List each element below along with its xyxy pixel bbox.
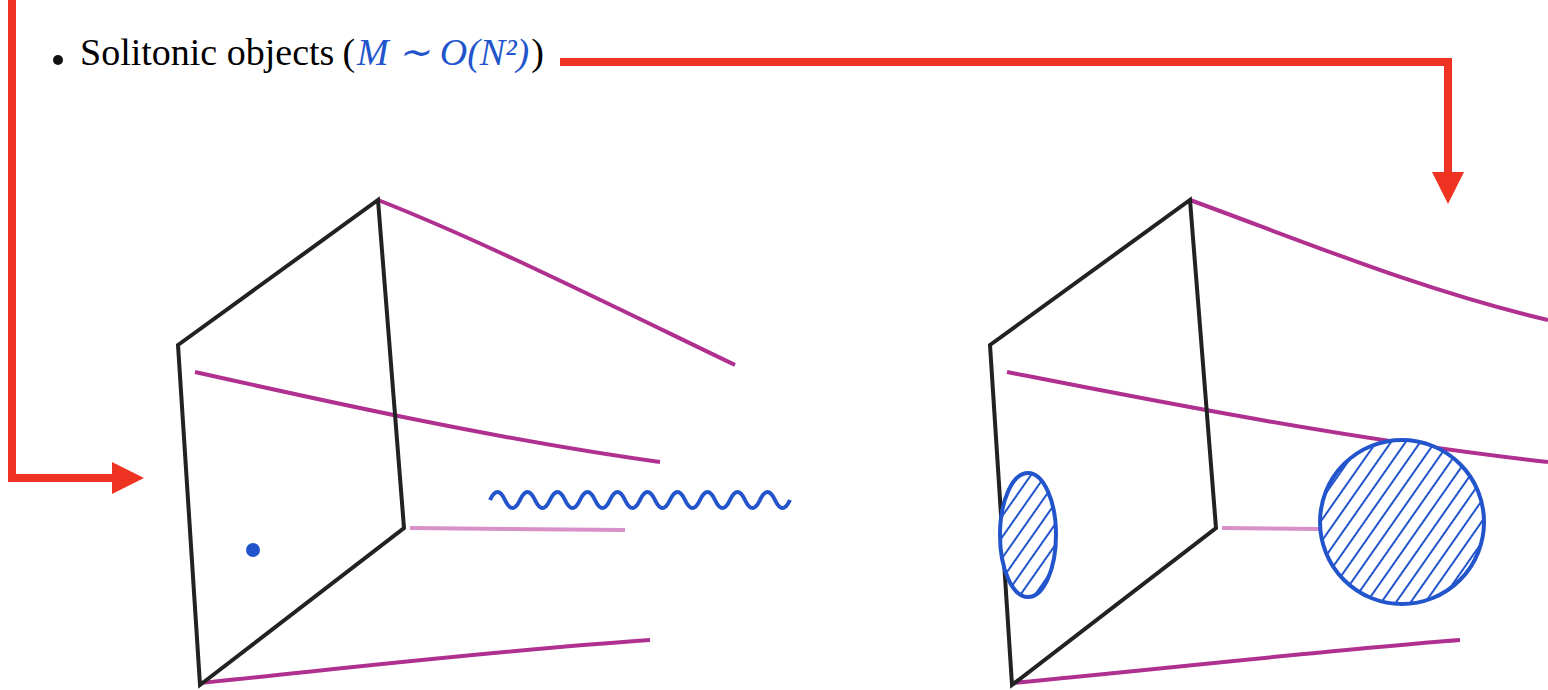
bullet-text: ) bbox=[531, 30, 544, 74]
bullet-text: Solitonic objects bbox=[80, 30, 334, 74]
ads-sketch bbox=[178, 200, 790, 685]
bullet-line: Solitonic objects(M ∼ O(N²)) bbox=[80, 30, 544, 74]
math-expression: M ∼ O(N²) bbox=[357, 30, 529, 74]
bullet-text: ( bbox=[342, 30, 355, 74]
ads-sketch bbox=[990, 200, 1548, 685]
bullet bbox=[53, 55, 63, 65]
pointer-arrow bbox=[560, 62, 1448, 188]
